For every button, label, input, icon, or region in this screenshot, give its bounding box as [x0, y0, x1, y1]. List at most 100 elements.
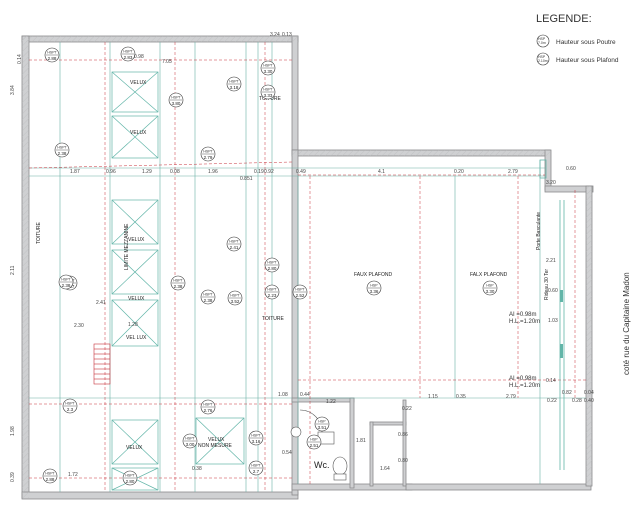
height-marker-code: HSPT — [47, 51, 57, 55]
height-marker-code: HSPT — [203, 150, 213, 154]
height-marker-value: 2.88 — [46, 477, 55, 482]
height-marker-value: 3.52 — [231, 299, 240, 304]
dimension-mid_row: 1.96 — [208, 169, 218, 175]
dimension-bottom_row: 1.22 — [326, 399, 336, 405]
height-marker-code: HSPT — [57, 146, 67, 150]
label-wc: Wc. — [314, 460, 330, 470]
dimension-top: 7.05 — [162, 59, 172, 65]
height-marker-code: HSPT — [171, 96, 181, 100]
velux-windows — [93, 71, 348, 491]
dimension-bottom_row: 0.35 — [456, 394, 466, 400]
dimension-mid_row: 0.08 — [170, 169, 180, 175]
dimension-mid_row: 0.20 — [454, 169, 464, 175]
dimension-right_col: 0.14 — [546, 378, 556, 384]
dimension-bottom_row: 0.54 — [282, 450, 292, 456]
ai-1-b: H.L.=1.20m — [509, 319, 540, 325]
height-marker-code: HSPT — [230, 294, 240, 298]
label-velux-1: VELUX — [130, 80, 147, 86]
legend-marker-1 — [536, 34, 550, 48]
height-marker-value: 3.30 — [486, 289, 495, 294]
dimension-mid_row: 0.19 — [254, 169, 264, 175]
wc-fixtures — [290, 409, 348, 481]
legend-code-2: HSP — [538, 55, 546, 59]
dimension-mid_row: 2.79 — [508, 169, 518, 175]
dimension-bottom_row: 1.15 — [428, 394, 438, 400]
height-marker-value: 2.88 — [48, 56, 57, 61]
dimension-mid_row: 1.87 — [70, 169, 80, 175]
legend-label-2: Hauteur sous Plafond — [556, 57, 619, 64]
height-marker-value: 2.83 — [124, 55, 133, 60]
ai-2-b: H.L.=1.20m — [509, 383, 540, 389]
dimension-right_col: 0.22 — [547, 398, 557, 404]
label-velux-5: VELUX — [126, 445, 143, 451]
height-marker-value: 2.3 — [67, 407, 74, 412]
height-marker-value: 2.23 — [268, 293, 277, 298]
dimension-bottom_row: 1.64 — [380, 466, 390, 472]
staircase — [93, 343, 111, 385]
dimension-bottom_row: 0.82 — [562, 390, 572, 396]
label-limite-mezzanine: LIMITE MEZZANINE — [124, 223, 130, 270]
dimension-left: 0.39 — [10, 472, 16, 482]
ai-2-a: AI =0.98m — [509, 376, 537, 382]
dimension-row2: 2.41 — [96, 300, 106, 306]
height-marker-value: 3.80 — [172, 101, 181, 106]
height-marker-value: 3.30 — [264, 69, 273, 74]
height-marker-value: 3.36 — [370, 289, 379, 294]
label-velux-2: VELUX — [130, 130, 147, 136]
height-marker-code: HSPT — [295, 288, 305, 292]
height-marker-code: HSP — [310, 438, 318, 442]
height-marker-code: HSPT — [267, 261, 277, 265]
height-marker-value: 3.00 — [186, 442, 195, 447]
height-marker-value: 2.79 — [204, 155, 213, 160]
label-porte-basculante: Porte Basculante — [536, 212, 542, 250]
dimension-right_col: 0.04 — [584, 390, 594, 396]
dimension-bottom_row: 0.80 — [398, 458, 408, 464]
height-marker-value: 3.16 — [252, 439, 261, 444]
height-marker-code: HSP — [486, 284, 494, 288]
dimension-right_col: 2.21 — [546, 258, 556, 264]
dimension-left: 1.98 — [10, 426, 16, 436]
legend-label-1: Hauteur sous Poutre — [556, 39, 616, 46]
dimension-row2: 1.28 — [128, 322, 138, 328]
legend-code-1: HSP — [538, 37, 546, 41]
height-marker-value: 2.80 — [126, 479, 135, 484]
height-marker-code: HSPT — [185, 437, 195, 441]
dimension-right_col: 3.20 — [546, 180, 556, 186]
height-marker-code: HSPT — [65, 402, 75, 406]
height-marker-code: HSPT — [45, 472, 55, 476]
dimension-top: 0.13 — [282, 32, 292, 38]
height-marker-value: 2.41 — [230, 245, 239, 250]
dimension-right_col: 0.28 — [572, 398, 582, 404]
legend-title: LEGENDE: — [536, 13, 592, 25]
dimension-mid_row: 0.60 — [566, 166, 576, 172]
label-rideau: Rideau 30 Ter — [544, 269, 550, 300]
label-faux-plafond: FAUX PLAFOND — [354, 272, 392, 278]
dimension-top: 0.98 — [134, 54, 144, 60]
dimension-bottom_row: 1.08 — [278, 392, 288, 398]
height-marker-value: 2.38 — [58, 151, 67, 156]
height-marker-value: 2.80 — [268, 266, 277, 271]
height-marker-code: HSPT — [173, 279, 183, 283]
dimension-bottom_row: 0.22 — [402, 406, 412, 412]
street-label: coté rue du Capitaine Madon — [622, 272, 631, 375]
height-marker-value: 2.38 — [174, 284, 183, 289]
height-marker-code: HSPT — [203, 293, 213, 297]
legend-marker-2 — [536, 52, 550, 66]
label-toiture-3: TOITURE — [36, 221, 42, 244]
height-marker-value: 2.52 — [296, 293, 305, 298]
height-marker-code: HSPT — [251, 434, 261, 438]
